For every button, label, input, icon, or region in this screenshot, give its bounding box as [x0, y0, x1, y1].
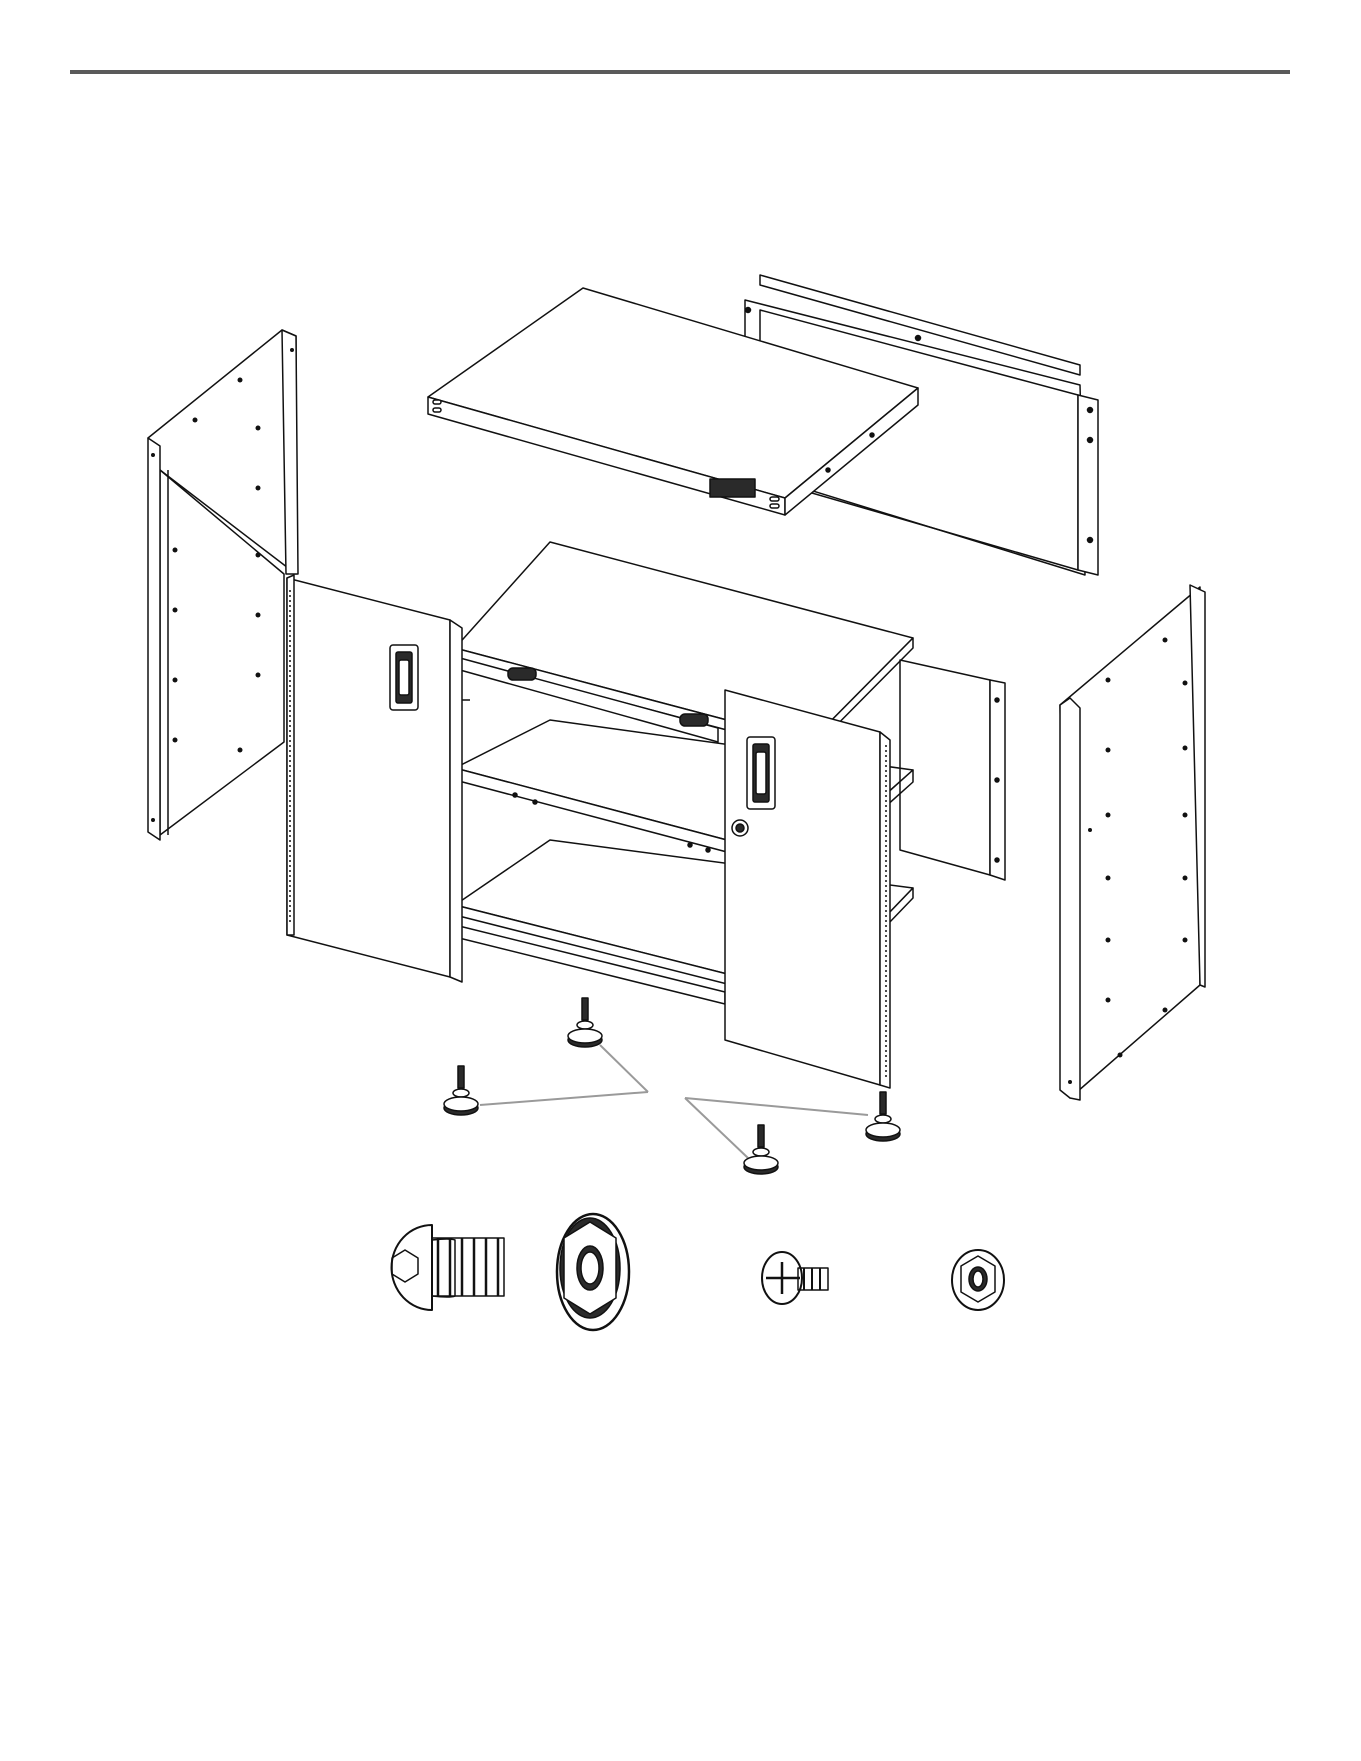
leveling-foot-4: [866, 1092, 900, 1141]
left-door: [287, 575, 470, 982]
flange-nut-icon: [557, 1214, 629, 1330]
leveling-foot-2: [444, 1066, 478, 1115]
right-side-panel: [1060, 585, 1205, 1100]
left-side-panel: [148, 330, 298, 840]
screw-icon: [762, 1252, 828, 1304]
bolt-icon: [392, 1225, 504, 1310]
leveling-foot-1: [568, 998, 602, 1047]
leveling-foot-3: [744, 1125, 778, 1174]
right-door: [725, 690, 890, 1088]
small-nut-icon: [952, 1250, 1004, 1310]
